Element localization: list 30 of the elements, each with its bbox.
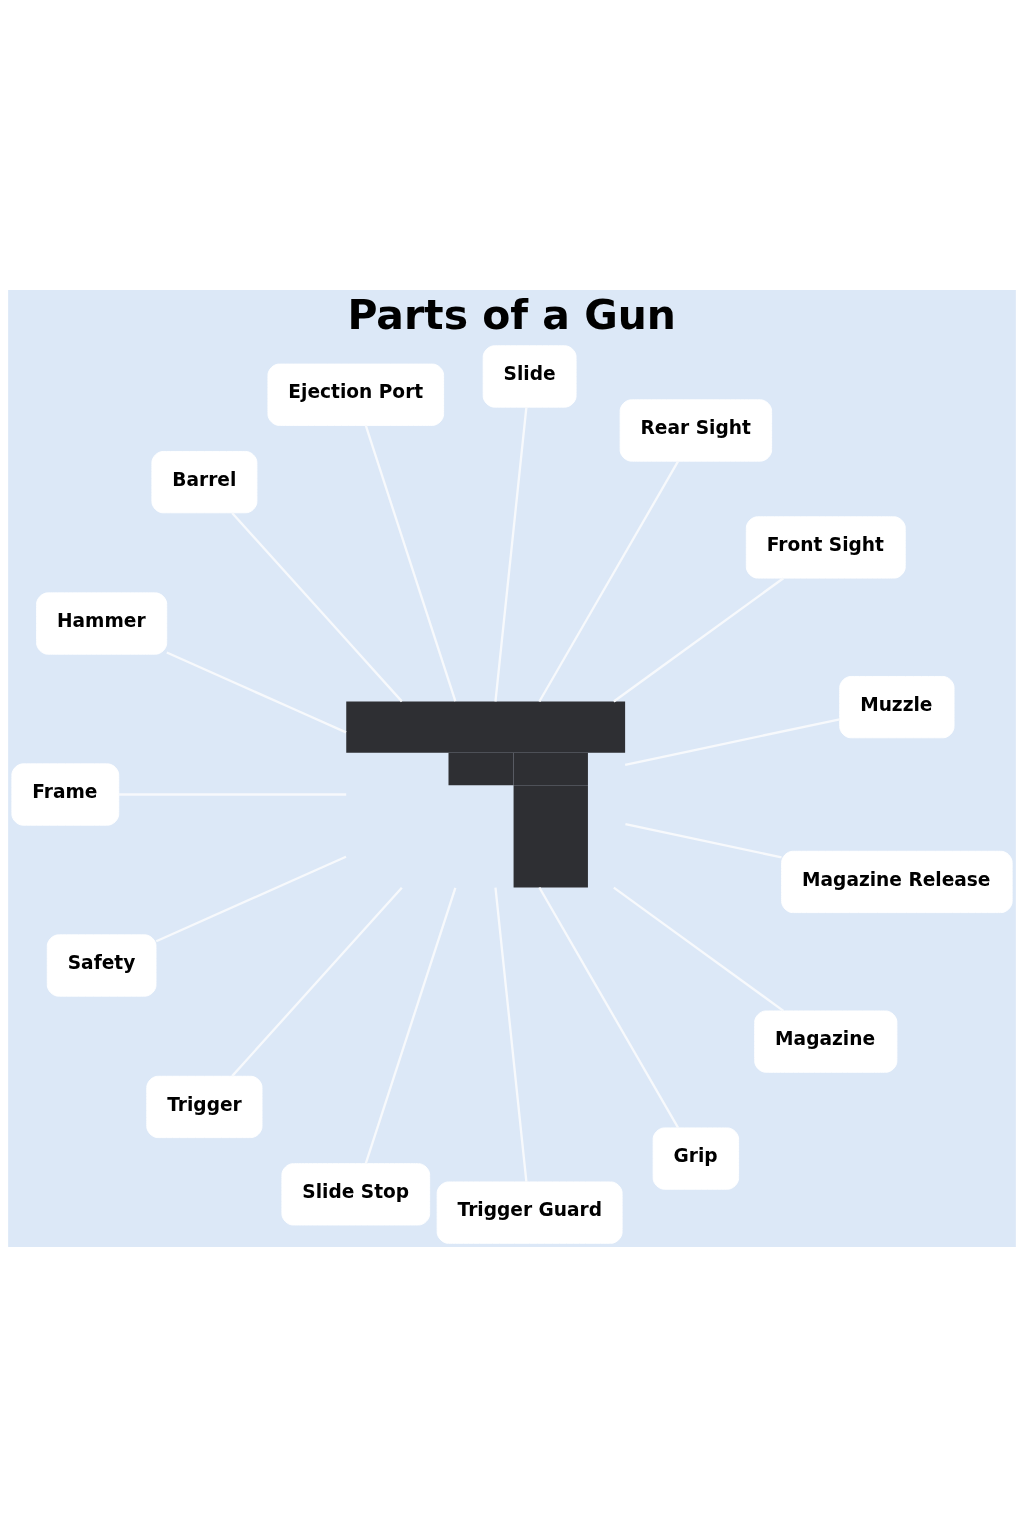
node-box: Ejection Port — [267, 363, 445, 426]
connector — [231, 886, 403, 1077]
node-box: Front Sight — [745, 515, 906, 579]
node-box: Trigger — [146, 1075, 263, 1138]
connector — [494, 887, 528, 1182]
connector — [538, 886, 680, 1128]
node-box: Grip — [652, 1126, 740, 1190]
connector — [494, 406, 528, 701]
node-box: Safety — [46, 933, 157, 997]
node-box: Frame — [11, 762, 120, 826]
diagram-title: Parts of a Gun — [347, 290, 676, 339]
node-box: Hammer — [36, 591, 168, 655]
connector — [364, 424, 457, 702]
node-box: Slide Stop — [281, 1162, 431, 1225]
connector — [613, 886, 785, 1012]
node-box: Muzzle — [839, 675, 955, 738]
connector — [624, 717, 840, 766]
node-box: Trigger Guard — [436, 1180, 623, 1244]
node-box: Magazine — [754, 1010, 898, 1073]
connector — [613, 576, 785, 702]
node-box: Magazine Release — [781, 850, 1013, 913]
connector — [625, 822, 782, 859]
connector — [231, 511, 403, 702]
node-box: Slide — [482, 344, 577, 408]
connector — [364, 887, 457, 1164]
connector — [538, 460, 680, 702]
connector — [166, 651, 347, 733]
connector — [155, 855, 347, 942]
node-box: Barrel — [151, 450, 258, 513]
node-box: Rear Sight — [619, 398, 773, 462]
